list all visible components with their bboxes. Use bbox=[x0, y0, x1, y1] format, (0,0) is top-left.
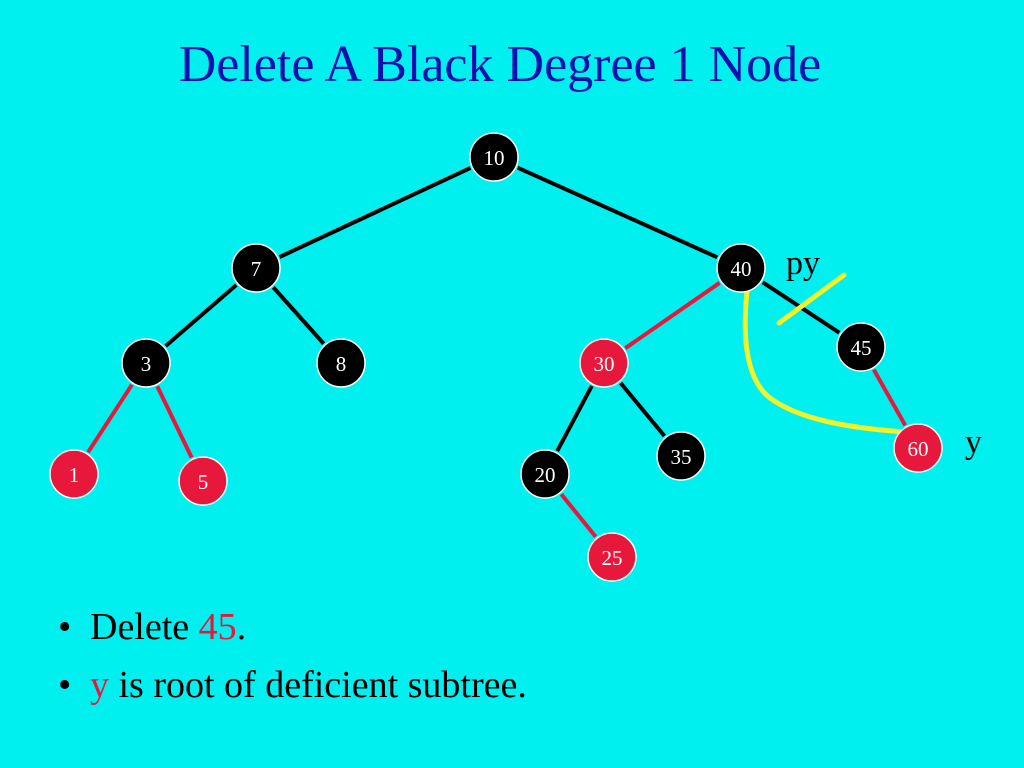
node-circle bbox=[178, 456, 228, 506]
tree-edge-3-1 bbox=[86, 383, 134, 454]
tree-edge-10-7 bbox=[278, 166, 472, 259]
tree-edge-10-40 bbox=[516, 165, 719, 260]
highlight-layer bbox=[742, 272, 908, 435]
deleted-edge-slash bbox=[776, 272, 847, 326]
tree-node-30: 30 bbox=[579, 338, 629, 388]
node-label: 8 bbox=[336, 352, 347, 376]
node-label: 30 bbox=[594, 352, 615, 376]
tree-node-7: 7 bbox=[231, 243, 281, 293]
tree-node-3: 3 bbox=[121, 338, 171, 388]
node-label: 25 bbox=[602, 546, 623, 570]
node-label: 40 bbox=[731, 257, 752, 281]
bullet-text-suffix: is root of deficient subtree. bbox=[109, 664, 527, 706]
node-circle bbox=[469, 132, 519, 182]
bullet-marker: • bbox=[58, 664, 72, 706]
tree-edge-7-8 bbox=[271, 286, 326, 345]
tree-edge-30-35 bbox=[619, 381, 666, 438]
node-label: 1 bbox=[69, 463, 80, 487]
tree-node-40: 40 bbox=[716, 243, 766, 293]
tree-node-5: 5 bbox=[178, 456, 228, 506]
tree-edge-40-30 bbox=[624, 281, 721, 350]
node-circle bbox=[893, 423, 943, 473]
node-label: 60 bbox=[908, 437, 929, 461]
tree-edge-45-60 bbox=[872, 368, 907, 427]
bullet-text-suffix: . bbox=[236, 606, 247, 648]
node-label: 20 bbox=[535, 463, 556, 487]
tree-node-1: 1 bbox=[49, 449, 99, 499]
node-circle bbox=[316, 338, 366, 388]
node-circle bbox=[836, 322, 886, 372]
tree-node-60: 60 bbox=[893, 423, 943, 473]
node-label: 3 bbox=[141, 352, 152, 376]
node-circle bbox=[587, 532, 637, 582]
y-label: y bbox=[965, 424, 982, 461]
node-circle bbox=[716, 243, 766, 293]
tree-node-25: 25 bbox=[587, 532, 637, 582]
tree-node-20: 20 bbox=[520, 449, 570, 499]
node-circle bbox=[231, 243, 281, 293]
tree-node-35: 35 bbox=[656, 431, 706, 481]
node-circle bbox=[656, 431, 706, 481]
node-label: 10 bbox=[484, 146, 505, 170]
tree-node-8: 8 bbox=[316, 338, 366, 388]
nodes-layer: 10 7 40 3 8 30 45 1 5 20 35 60 25 bbox=[49, 132, 943, 582]
node-circle bbox=[121, 338, 171, 388]
node-circle bbox=[520, 449, 570, 499]
deficient-subtree-curve bbox=[742, 280, 908, 435]
node-label: 45 bbox=[851, 336, 872, 360]
tree-edge-20-25 bbox=[559, 492, 598, 539]
node-label: 7 bbox=[251, 257, 262, 281]
tree-node-45: 45 bbox=[836, 322, 886, 372]
edges-layer bbox=[86, 165, 907, 539]
py-label: py bbox=[786, 245, 820, 282]
tree-node-10: 10 bbox=[469, 132, 519, 182]
bullet-item: • y is root of deficient subtree. bbox=[58, 656, 958, 714]
tree-edge-3-5 bbox=[155, 385, 194, 459]
node-label: 5 bbox=[198, 470, 209, 494]
bullet-highlight: y bbox=[90, 664, 109, 706]
node-circle bbox=[49, 449, 99, 499]
bullet-marker: • bbox=[58, 606, 72, 648]
bullet-highlight: 45 bbox=[198, 606, 237, 648]
bullet-item: • Delete 45. bbox=[58, 598, 958, 656]
node-label: 35 bbox=[671, 445, 692, 469]
slide-title: Delete A Black Degree 1 Node bbox=[178, 36, 822, 93]
bullet-text-prefix: Delete bbox=[90, 606, 199, 648]
node-circle bbox=[579, 338, 629, 388]
bullet-list: • Delete 45. • y is root of deficient subt… bbox=[58, 598, 958, 714]
tree-edge-7-3 bbox=[164, 283, 238, 348]
tree-edge-30-20 bbox=[555, 385, 594, 452]
